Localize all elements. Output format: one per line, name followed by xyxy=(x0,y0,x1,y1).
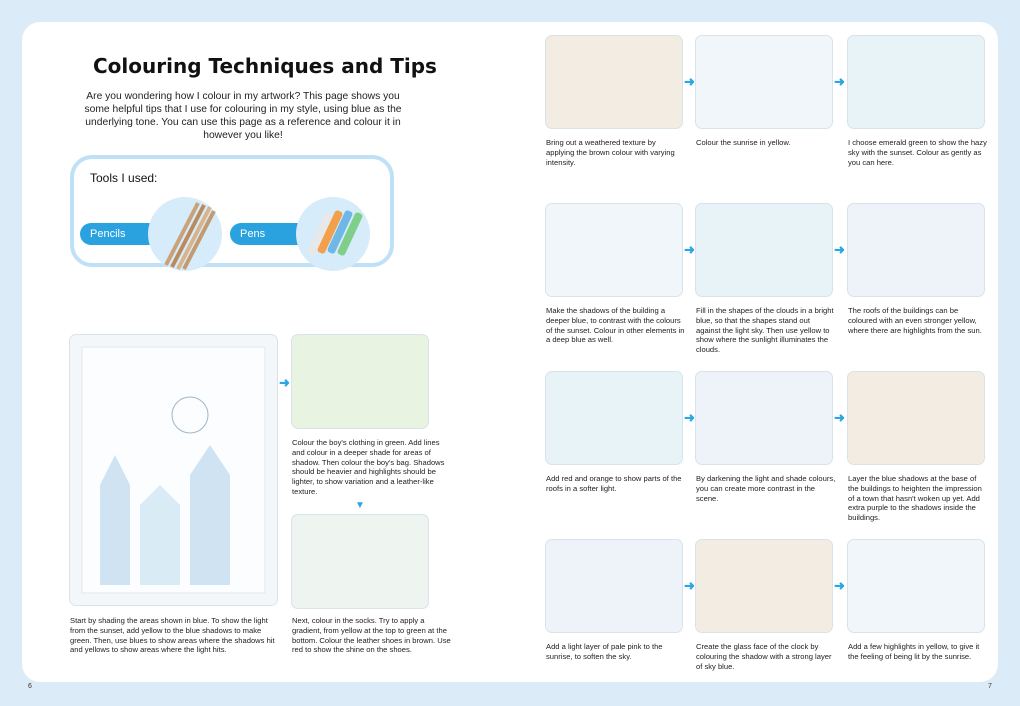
step-image xyxy=(696,540,832,632)
arrow-right-icon: ➜ xyxy=(684,242,695,257)
pencils-icon xyxy=(164,202,216,270)
step-caption: Bring out a weathered texture by applyin… xyxy=(546,138,675,167)
tools-label: Tools I used: xyxy=(90,171,158,185)
step-image xyxy=(546,36,682,128)
step-caption: Make the shadows of the building a deepe… xyxy=(546,306,685,345)
tools-box: Tools I used: Pencils Pens xyxy=(70,155,394,271)
arrow-right-icon: ➜ xyxy=(834,242,845,257)
main-illustration-image xyxy=(70,335,277,605)
pens-label: Pens xyxy=(230,223,310,245)
step-image xyxy=(546,372,682,464)
arrow-right-icon: ➜ xyxy=(684,410,695,425)
arrow-right-icon: ➜ xyxy=(684,74,695,89)
arrow-right-icon: ➜ xyxy=(834,578,845,593)
arrow-right-icon: ➜ xyxy=(279,375,290,390)
step-image xyxy=(848,36,984,128)
step-caption: Create the glass face of the clock by co… xyxy=(696,642,832,671)
step-caption: Add red and orange to show parts of the … xyxy=(546,474,682,493)
step-image xyxy=(696,36,832,128)
step-caption: Add a few highlights in yellow, to give … xyxy=(848,642,980,661)
step-image xyxy=(696,204,832,296)
intro-text: Are you wondering how I colour in my art… xyxy=(84,91,402,141)
pens-icon xyxy=(307,210,363,256)
page-title: Colouring Techniques and Tips xyxy=(93,54,437,78)
step-caption: Add a light layer of pale pink to the su… xyxy=(546,642,663,661)
arrow-right-icon: ➜ xyxy=(834,410,845,425)
arrow-right-icon: ➜ xyxy=(834,74,845,89)
step-caption: Layer the blue shadows at the base of th… xyxy=(848,474,982,523)
step-image xyxy=(848,540,984,632)
page-number-left: 6 xyxy=(28,683,32,690)
step-image xyxy=(696,372,832,464)
socks-caption: Next, colour in the socks. Try to apply … xyxy=(292,616,451,655)
step-image xyxy=(546,204,682,296)
page-number-right: 7 xyxy=(988,683,992,690)
pens-image xyxy=(296,197,370,271)
town-sketch-icon xyxy=(81,346,266,594)
step-image xyxy=(848,204,984,296)
socks-image xyxy=(292,515,428,608)
boy-caption: Colour the boy's clothing in green. Add … xyxy=(292,438,445,496)
arrow-down-icon: ▼ xyxy=(355,500,365,511)
step-caption: The roofs of the buildings can be colour… xyxy=(848,306,982,335)
step-caption: Colour the sunrise in yellow. xyxy=(696,138,791,147)
step-caption: By darkening the light and shade colours… xyxy=(696,474,836,503)
pencils-image xyxy=(148,197,222,271)
step-image xyxy=(848,372,984,464)
arrow-right-icon: ➜ xyxy=(684,578,695,593)
pencils-label: Pencils xyxy=(80,223,160,245)
main-caption: Start by shading the areas shown in blue… xyxy=(70,616,275,655)
boy-clothing-image xyxy=(292,335,428,428)
step-caption: I choose emerald green to show the hazy … xyxy=(848,138,987,167)
step-caption: Fill in the shapes of the clouds in a br… xyxy=(696,306,834,355)
step-image xyxy=(546,540,682,632)
